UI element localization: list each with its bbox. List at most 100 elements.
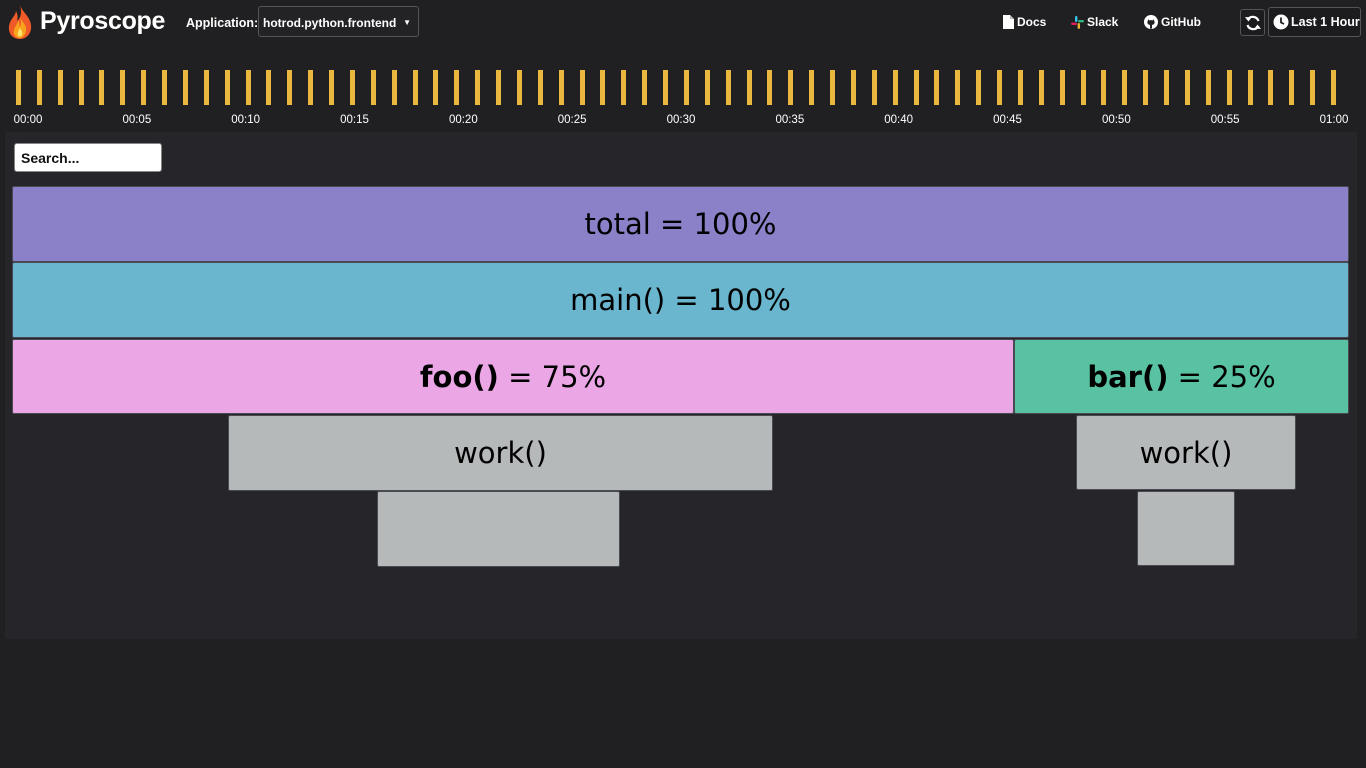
timeline-bar[interactable]	[746, 70, 752, 105]
docs-link-label: Docs	[1017, 15, 1047, 29]
timeline-bar[interactable]	[1017, 70, 1023, 105]
timeline-bar[interactable]	[871, 70, 877, 105]
timeline-bar[interactable]	[329, 70, 335, 105]
timeline-bar[interactable]	[558, 70, 564, 105]
timeline-bar[interactable]	[621, 70, 627, 105]
application-label: Application:	[186, 16, 259, 30]
refresh-icon	[1245, 15, 1261, 31]
timeline-bar[interactable]	[830, 70, 836, 105]
timeline-bar[interactable]	[976, 70, 982, 105]
timeline-tick-label: 00:30	[666, 114, 696, 126]
flame-frame-foo[interactable]: foo() = 75%	[12, 339, 1014, 414]
timeline-bar[interactable]	[1080, 70, 1086, 105]
timeline-bar[interactable]	[516, 70, 522, 105]
timeline-bar[interactable]	[370, 70, 376, 105]
timeline-bar[interactable]	[1226, 70, 1232, 105]
timeline-bar[interactable]	[913, 70, 919, 105]
timeline-bar[interactable]	[36, 70, 42, 105]
github-link[interactable]: GitHub	[1144, 15, 1201, 29]
flame-frame-foo-work-child[interactable]	[377, 491, 620, 567]
timeline-bar[interactable]	[1143, 70, 1149, 105]
timeline-bar[interactable]	[1310, 70, 1316, 105]
timeline-bar[interactable]	[496, 70, 502, 105]
timeline-bar[interactable]	[287, 70, 293, 105]
flame-frame-bar[interactable]: bar() = 25%	[1014, 339, 1349, 414]
flame-frame-bar-work[interactable]: work()	[1076, 415, 1296, 490]
timeline-bar[interactable]	[892, 70, 898, 105]
flame-frame-function-name: bar()	[1087, 359, 1169, 394]
timeline-bar[interactable]	[141, 70, 147, 105]
timeline-bar[interactable]	[412, 70, 418, 105]
time-range-button[interactable]: Last 1 Hour	[1268, 7, 1361, 37]
github-icon	[1144, 15, 1158, 29]
flame-frame-total[interactable]: total = 100%	[12, 186, 1349, 262]
timeline-bar[interactable]	[245, 70, 251, 105]
application-select[interactable]: hotrod.python.frontend ▼	[258, 6, 419, 37]
timeline-bar[interactable]	[203, 70, 209, 105]
timeline-bar[interactable]	[224, 70, 230, 105]
timeline-bar[interactable]	[600, 70, 606, 105]
timeline-bar[interactable]	[1122, 70, 1128, 105]
timeline-bar[interactable]	[683, 70, 689, 105]
timeline-bar[interactable]	[308, 70, 314, 105]
flame-frame-main[interactable]: main() = 100%	[12, 262, 1349, 338]
timeline-tick-label: 00:20	[448, 114, 478, 126]
brand-name[interactable]: Pyroscope	[40, 7, 166, 35]
timeline-bar[interactable]	[182, 70, 188, 105]
github-link-label: GitHub	[1161, 15, 1201, 29]
chevron-down-icon: ▼	[403, 18, 411, 27]
timeline-bar[interactable]	[704, 70, 710, 105]
timeline-tick-label: 00:25	[557, 114, 587, 126]
timeline-bar[interactable]	[57, 70, 63, 105]
timeline-bar[interactable]	[1331, 70, 1336, 105]
timeline-bar[interactable]	[850, 70, 856, 105]
timeline-bar[interactable]	[1247, 70, 1253, 105]
clock-icon	[1273, 14, 1289, 30]
timeline-bar[interactable]	[788, 70, 794, 105]
timeline-bar[interactable]	[1205, 70, 1211, 105]
docs-link[interactable]: Docs	[1003, 15, 1046, 29]
timeline-bar[interactable]	[78, 70, 84, 105]
flame-frame-bar-work-child[interactable]	[1137, 491, 1235, 566]
timeline-bar[interactable]	[349, 70, 355, 105]
timeline-bar[interactable]	[537, 70, 543, 105]
timeline-tick-label: 01:00	[1319, 114, 1349, 126]
timeline-bar[interactable]	[934, 70, 940, 105]
timeline-tick-label: 00:10	[231, 114, 261, 126]
timeline-bar[interactable]	[725, 70, 731, 105]
time-range-label: Last 1 Hour	[1291, 15, 1360, 29]
timeline-bar[interactable]	[642, 70, 648, 105]
timeline-bar[interactable]	[16, 70, 21, 105]
flame-frame-label: work()	[454, 436, 547, 470]
timeline-bar[interactable]	[1268, 70, 1274, 105]
flame-frame-foo-work[interactable]: work()	[228, 415, 773, 491]
timeline-tick-label: 00:50	[1101, 114, 1131, 126]
timeline-bar[interactable]	[454, 70, 460, 105]
timeline-bar[interactable]	[433, 70, 439, 105]
search-input[interactable]	[14, 143, 162, 172]
timeline-bar[interactable]	[120, 70, 126, 105]
timeline-tick-label: 00:00	[13, 114, 43, 126]
slack-link[interactable]: Slack	[1071, 15, 1118, 29]
timeline-bar[interactable]	[1101, 70, 1107, 105]
timeline-bar[interactable]	[391, 70, 397, 105]
timeline-bar[interactable]	[955, 70, 961, 105]
refresh-button[interactable]	[1240, 9, 1265, 36]
timeline-bar[interactable]	[99, 70, 105, 105]
timeline-bar[interactable]	[1164, 70, 1170, 105]
timeline-bar[interactable]	[1184, 70, 1190, 105]
application-select-value: hotrod.python.frontend	[263, 16, 397, 30]
timeline-bar[interactable]	[1038, 70, 1044, 105]
timeline-bar[interactable]	[997, 70, 1003, 105]
timeline-bar[interactable]	[266, 70, 272, 105]
timeline-bar[interactable]	[663, 70, 669, 105]
timeline-bar[interactable]	[579, 70, 585, 105]
timeline-bar[interactable]	[1289, 70, 1295, 105]
timeline-bar[interactable]	[1059, 70, 1065, 105]
timeline-bar[interactable]	[809, 70, 815, 105]
timeline-bar[interactable]	[475, 70, 481, 105]
timeline-bar[interactable]	[162, 70, 168, 105]
timeline-tick-label: 00:15	[340, 114, 369, 126]
timeline-bar[interactable]	[767, 70, 773, 105]
